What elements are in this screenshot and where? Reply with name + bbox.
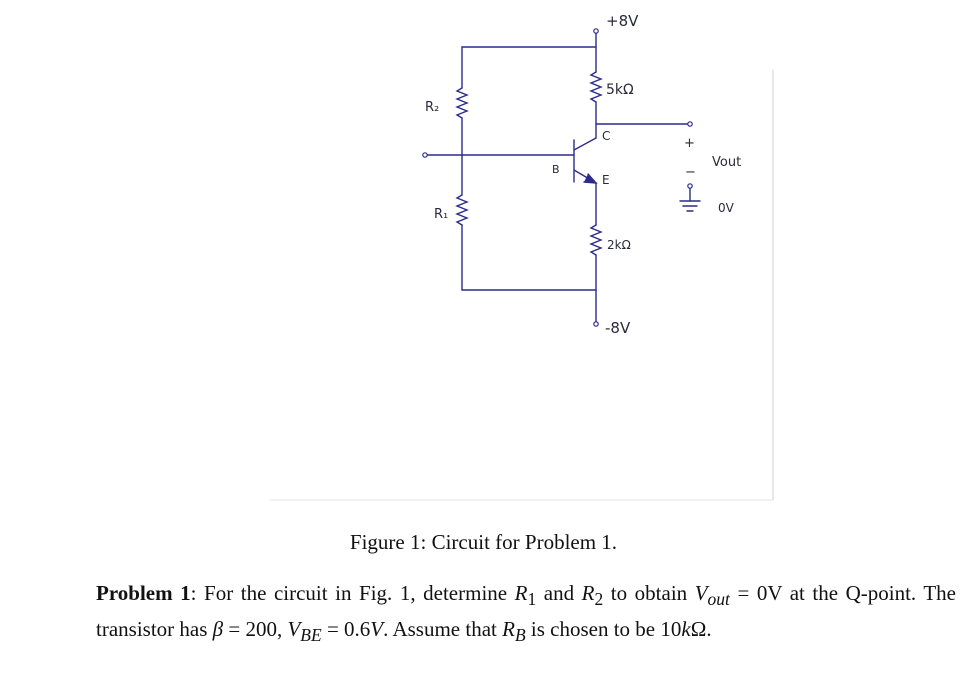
label-emitter: E [602,173,610,187]
label-re: 2kΩ [607,238,631,252]
problem-text-1: : For the circuit in Fig. 1, determine [190,581,515,605]
problem-text-8: . [706,617,712,642]
var-omega: Ω [690,617,707,642]
var-r2: R [581,581,595,605]
resistor-rc [589,71,603,103]
var-vout: V [694,581,708,605]
var-vout-sub: out [707,589,730,610]
label-minus: − [685,165,696,180]
problem-text-3: = 0V at the Q-point. The transistor has [96,581,956,642]
var-r2-sub: 2 [594,589,604,610]
problem-text-2: to obtain [603,581,695,605]
label-rc: 5kΩ [606,82,634,98]
label-base: B [552,163,560,176]
label-collector: C [602,129,610,143]
var-beta: β [212,617,224,642]
problem-text-7: is chosen to be 10 [525,617,682,642]
terminal-ground [687,183,693,189]
var-vbe: V [287,617,301,642]
terminal-output [687,121,693,127]
terminal-vcc [593,28,599,34]
terminal-vee [593,321,599,327]
label-r1: R₁ [434,207,448,222]
label-ground: 0V [718,201,735,215]
label-vee: -8V [605,319,631,337]
label-vout: Vout [712,155,741,170]
var-v-unit: V [370,617,384,642]
problem-text-5: = 0.6 [321,617,371,642]
emitter-arrow [583,173,598,184]
var-rb-sub: B [514,625,526,646]
var-rb: R [502,617,515,642]
var-r1: R [514,581,528,605]
var-r1-sub: 1 [527,589,537,610]
transistor-collector-leg [573,137,597,151]
terminal-base-input [422,152,428,158]
label-r2: R₂ [425,100,439,115]
figure-caption: Figure 1: Circuit for Problem 1. [349,530,618,554]
problem-heading: Problem 1 [96,581,191,605]
problem-text-6: . Assume that [383,617,503,642]
var-vbe-sub: BE [300,625,322,646]
label-vcc: +8V [606,12,639,30]
resistor-re [589,224,603,256]
problem-text-and: and [536,581,582,605]
resistor-r2 [455,87,469,119]
resistor-r1 [455,194,469,226]
problem-statement: Problem 1: For the circuit in Fig. 1, de… [96,578,956,650]
circuit-schematic: +8V 5kΩ C B E 2kΩ -8V R₂ R₁ + − Vout 0V [269,12,774,501]
label-plus: + [684,136,695,151]
problem-text-4: = 200, [223,617,288,642]
var-k: k [681,617,691,642]
